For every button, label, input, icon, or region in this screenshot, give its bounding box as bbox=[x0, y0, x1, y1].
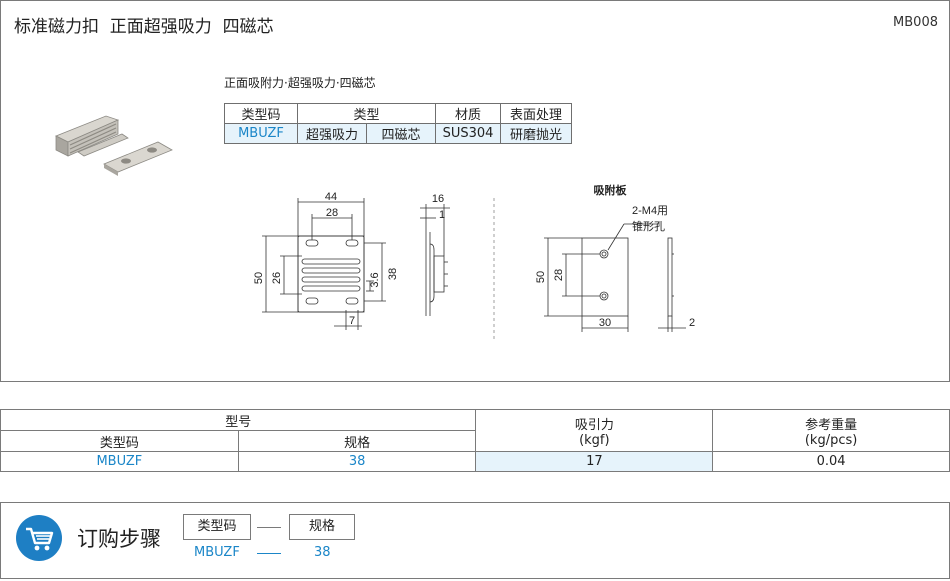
hole-label-1: 2-M4用 bbox=[632, 205, 668, 217]
dim-28-top: 28 bbox=[326, 207, 338, 219]
order-spec[interactable]: 38 bbox=[237, 451, 477, 472]
spec-type-magnets: 四磁芯 bbox=[366, 123, 436, 144]
order-data-row: MBUZF 38 17 0.04 bbox=[0, 451, 950, 472]
plate-label: 吸附板 bbox=[594, 183, 628, 197]
dim-3-6: 3.6 bbox=[369, 272, 381, 287]
order-header-weight-unit: (kg/pcs) bbox=[804, 432, 858, 448]
order-steps-title: 订购步骤 bbox=[77, 527, 161, 551]
step-value-connector bbox=[257, 553, 281, 554]
magnet-catch-body bbox=[55, 115, 129, 157]
order-header-type-code: 类型码 bbox=[0, 430, 239, 452]
spec-finish: 研磨抛光 bbox=[500, 123, 572, 144]
page-title: 标准磁力扣 正面超强吸力 四磁芯 bbox=[14, 17, 274, 37]
step-type-code-box: 类型码 bbox=[183, 514, 251, 540]
order-header-model: 型号 bbox=[0, 409, 477, 431]
dim-30: 30 bbox=[599, 317, 611, 329]
striker-plate bbox=[103, 141, 173, 176]
order-header-force-unit: (kgf) bbox=[579, 432, 610, 448]
step-type-code-value: MBUZF bbox=[194, 545, 240, 560]
dim-16: 16 bbox=[432, 193, 444, 205]
step-connector bbox=[257, 527, 281, 528]
product-subtitle: 正面吸附力·超强吸力·四磁芯 bbox=[224, 76, 376, 90]
order-type-code[interactable]: MBUZF bbox=[0, 451, 239, 472]
spec-header-finish: 表面处理 bbox=[500, 103, 572, 124]
order-table: 型号 吸引力 (kgf) 参考重量 (kg/pcs) 类型码 规格 MBUZF … bbox=[0, 409, 950, 472]
hole-label-2: 锥形孔 bbox=[632, 220, 665, 233]
spec-table: 类型码 类型 材质 表面处理 MBUZF 超强吸力 四磁芯 SUS304 研磨抛… bbox=[224, 103, 572, 144]
order-weight: 0.04 bbox=[712, 451, 950, 472]
spec-value-row: MBUZF 超强吸力 四磁芯 SUS304 研磨抛光 bbox=[224, 123, 572, 144]
spec-header-type-code: 类型码 bbox=[224, 103, 298, 124]
dim-44: 44 bbox=[325, 191, 337, 203]
product-code: MB008 bbox=[893, 15, 938, 30]
dim-38: 38 bbox=[387, 268, 399, 280]
order-header-spec: 规格 bbox=[237, 430, 477, 452]
spec-type-strength: 超强吸力 bbox=[297, 123, 367, 144]
order-force: 17 bbox=[475, 451, 714, 472]
order-header-force: 吸引力 (kgf) bbox=[475, 409, 714, 452]
dim-28-plate: 28 bbox=[553, 269, 565, 281]
spec-header-material: 材质 bbox=[435, 103, 501, 124]
dim-26: 26 bbox=[271, 272, 283, 284]
spec-header-type: 类型 bbox=[297, 103, 436, 124]
step-spec-box: 规格 bbox=[289, 514, 355, 540]
dim-2: 2 bbox=[689, 317, 695, 329]
spec-header-row: 类型码 类型 材质 表面处理 bbox=[224, 103, 572, 124]
order-header-force-label: 吸引力 bbox=[574, 417, 614, 433]
order-header-row-1: 型号 吸引力 (kgf) 参考重量 (kg/pcs) bbox=[0, 409, 950, 452]
dim-50-left: 50 bbox=[253, 272, 265, 284]
order-header-weight: 参考重量 (kg/pcs) bbox=[712, 409, 950, 452]
step-spec-value: 38 bbox=[314, 545, 331, 560]
dim-7: 7 bbox=[349, 315, 355, 327]
spec-material: SUS304 bbox=[435, 123, 501, 144]
technical-drawing: 44 28 50 26 3.6 38 7 16 1 吸附板 2-M4用 锥形孔 … bbox=[253, 183, 695, 340]
spec-type-code[interactable]: MBUZF bbox=[224, 123, 298, 144]
dim-50-plate: 50 bbox=[535, 271, 547, 283]
product-image bbox=[55, 115, 173, 176]
dim-1: 1 bbox=[439, 209, 445, 221]
cart-icon bbox=[16, 515, 62, 561]
order-header-weight-label: 参考重量 bbox=[805, 417, 858, 433]
order-steps-panel: 订购步骤 类型码 规格 MBUZF 38 bbox=[0, 502, 950, 579]
